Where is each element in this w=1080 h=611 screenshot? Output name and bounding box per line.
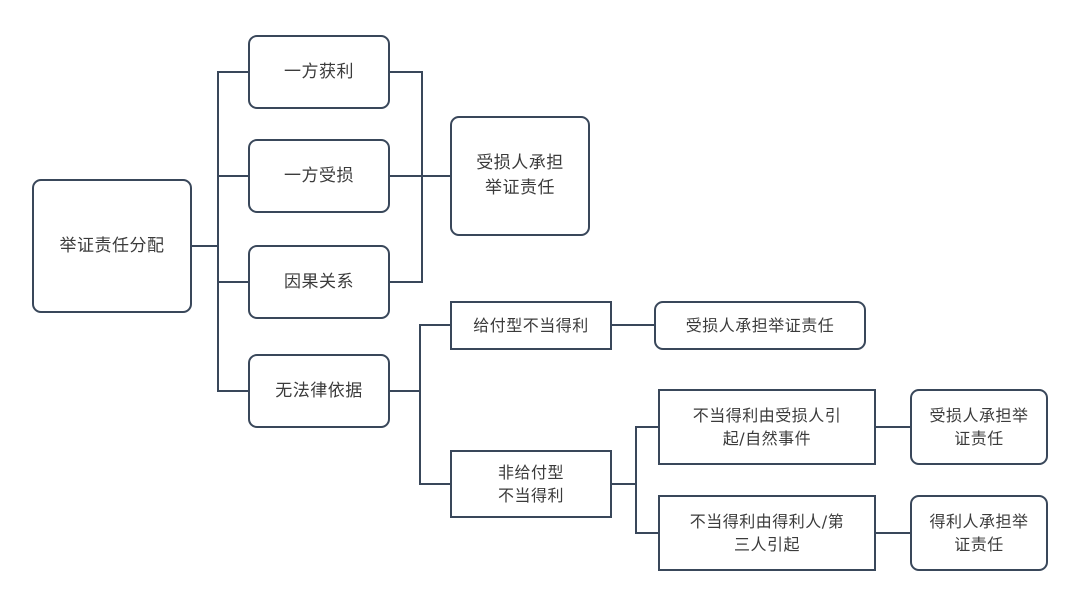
node-caused-by-beneficiary-or-third-party[interactable]: 不当得利由得利人/第 三人引起 (658, 495, 876, 571)
node-causation[interactable]: 因果关系 (248, 245, 390, 319)
node-root[interactable]: 举证责任分配 (32, 179, 192, 313)
node-non-performance-type-unjust-enrichment[interactable]: 非给付型 不当得利 (450, 450, 612, 518)
node-victim-bears-burden-top[interactable]: 受损人承担 举证责任 (450, 116, 590, 236)
node-victim-bears-burden-right[interactable]: 受损人承担举 证责任 (910, 389, 1048, 465)
node-performance-type-unjust-enrichment[interactable]: 给付型不当得利 (450, 301, 612, 350)
node-victim-bears-burden-middle[interactable]: 受损人承担举证责任 (654, 301, 866, 350)
node-no-legal-basis[interactable]: 无法律依据 (248, 354, 390, 428)
node-caused-by-victim-or-natural-event[interactable]: 不当得利由受损人引 起/自然事件 (658, 389, 876, 465)
node-one-party-benefits[interactable]: 一方获利 (248, 35, 390, 109)
node-beneficiary-bears-burden-right[interactable]: 得利人承担举 证责任 (910, 495, 1048, 571)
node-one-party-suffers-loss[interactable]: 一方受损 (248, 139, 390, 213)
